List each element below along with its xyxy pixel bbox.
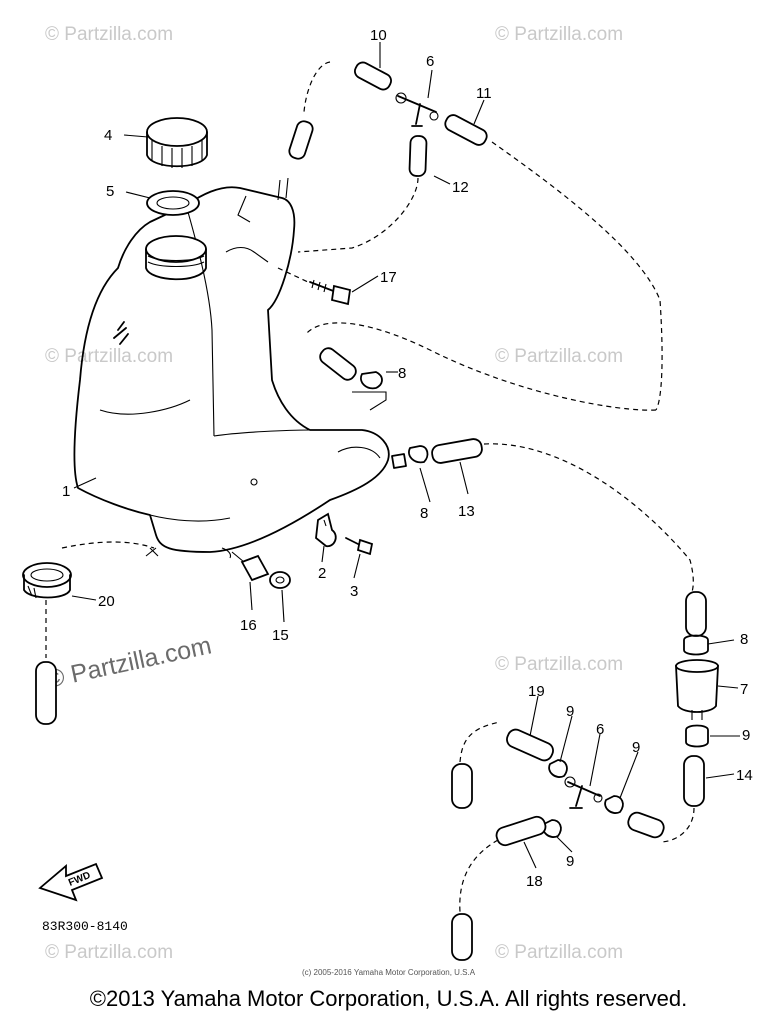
callout-12: 12: [452, 179, 469, 196]
callout-11: 11: [476, 85, 492, 102]
watermark-large: © Partzilla.com: [43, 631, 214, 693]
callout-2: 2: [318, 565, 326, 582]
callout-14: 14: [736, 767, 753, 784]
screw-3: [345, 537, 374, 556]
fuel-cap: [146, 117, 208, 168]
callout-9-b: 9: [632, 739, 640, 756]
bracket-2: [315, 512, 337, 548]
watermark: © Partzilla.com: [495, 942, 623, 963]
callout-9-a: 9: [566, 703, 574, 720]
bolt-17: [277, 267, 352, 306]
callout-1: 1: [62, 483, 70, 500]
fuel-tank: [73, 177, 390, 559]
upper-hoses: [288, 61, 663, 411]
watermark: © Partzilla.com: [495, 346, 623, 367]
mid-hose: [319, 347, 387, 411]
washer-15: [269, 571, 291, 589]
callout-8-mid: 8: [398, 365, 406, 382]
callout-17: 17: [380, 269, 397, 286]
outlet-hose: [391, 438, 694, 593]
callout-7: 7: [740, 681, 748, 698]
callout-15: 15: [272, 627, 289, 644]
forward-arrow-icon: FWD: [38, 862, 104, 902]
callout-10: 10: [370, 27, 387, 44]
callout-6-lower: 6: [596, 721, 604, 738]
watermark: © Partzilla.com: [45, 24, 173, 45]
copyright-notice: ©2013 Yamaha Motor Corporation, U.S.A. A…: [89, 986, 688, 1011]
callout-4: 4: [104, 127, 112, 144]
callout-20: 20: [98, 593, 115, 610]
left-hose: [35, 661, 57, 725]
callout-9-c: 9: [742, 727, 750, 744]
clamp-20: [22, 541, 155, 658]
callout-5: 5: [106, 183, 114, 200]
diagram-copyright-small: (c) 2005-2016 Yamaha Motor Corporation, …: [301, 968, 476, 977]
cap-gasket: [146, 190, 200, 216]
callout-3: 3: [350, 583, 358, 600]
callouts: 1 2 3 4 5 6 6 7 8 8 8 9 9 9 9 9 10 11 12…: [62, 27, 753, 890]
callout-18: 18: [526, 873, 543, 890]
callout-8-outlet: 8: [420, 505, 428, 522]
watermark: © Partzilla.com: [45, 346, 173, 367]
callout-9-d: 9: [566, 853, 574, 870]
watermark: © Partzilla.com: [495, 654, 623, 675]
leader-lines: [71, 42, 740, 869]
callout-16: 16: [240, 617, 257, 634]
callout-6: 6: [426, 53, 434, 70]
callout-19: 19: [528, 683, 545, 700]
drain-bolt-16: [231, 551, 270, 582]
lower-hoses: [451, 721, 665, 961]
filter-assembly: [659, 591, 719, 843]
watermark: © Partzilla.com: [495, 24, 623, 45]
callout-8-filter: 8: [740, 631, 748, 648]
watermark: © Partzilla.com: [45, 942, 173, 963]
diagram-part-code: 83R300-8140: [42, 919, 128, 934]
callout-13: 13: [458, 503, 475, 520]
